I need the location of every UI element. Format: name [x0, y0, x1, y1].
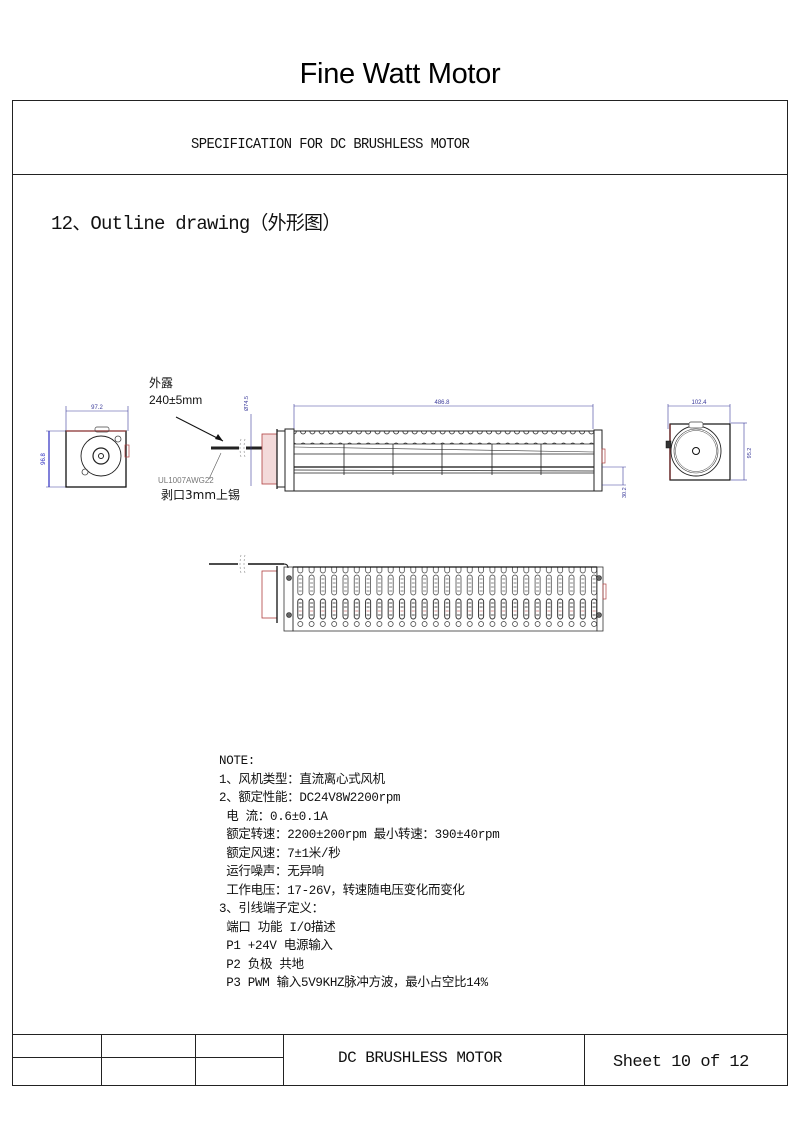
note-line: 额定转速：2200±200rpm 最小转速：390±40rpm — [219, 828, 500, 842]
note-line: 电 流：0.6±0.1A — [219, 809, 328, 824]
note-line: 端口 功能 I/O描述 — [219, 920, 336, 935]
title-block-product-cell — [284, 1035, 585, 1085]
note-line: P2 负极 共地 — [219, 957, 304, 972]
product-name: DC BRUSHLESS MOTOR — [338, 1049, 502, 1067]
note-line: P3 PWM 输入5V9KHZ脉冲方波，最小占空比14% — [219, 976, 488, 990]
dim-left-width: 97.2 — [91, 405, 103, 411]
dim-right-width: 102.4 — [691, 400, 707, 406]
right-end-view: 102.4 95.2 — [665, 400, 753, 481]
note-line: 3、引线端子定义： — [219, 902, 324, 916]
drawing-frame: SPECIFICATION FOR DC BRUSHLESS MOTOR 12、… — [12, 100, 788, 1086]
title-block-cell — [196, 1035, 284, 1085]
title-block-cell — [102, 1035, 196, 1085]
left-end-view: 97.2 96.8 — [41, 405, 130, 488]
front-view: Ø74.5 486.8 3 — [244, 396, 628, 498]
section-title: 12、Outline drawing（外形图） — [51, 213, 341, 235]
dim-length: 486.8 — [434, 400, 450, 406]
title-block-divider — [13, 1057, 284, 1058]
lead-label-line1: 外露 — [149, 376, 173, 390]
note-line: 2、额定性能：DC24V8W2200rpm — [219, 791, 401, 805]
plan-view — [209, 554, 607, 632]
note-line: P1 +24V 电源输入 — [219, 939, 333, 953]
brand-title: Fine Watt Motor — [299, 58, 501, 90]
dim-left-height: 96.8 — [41, 453, 47, 465]
note-line: 运行噪声：无异响 — [219, 865, 324, 879]
dim-right-height: 95.2 — [747, 448, 753, 459]
sheet-number: Sheet 10 of 12 — [613, 1053, 749, 1072]
spec-title: SPECIFICATION FOR DC BRUSHLESS MOTOR — [191, 136, 470, 153]
note-line: 1、风机类型：直流离心式风机 — [219, 772, 385, 787]
title-block-cell — [13, 1035, 102, 1085]
note-line: 工作电压：17-26V，转速随电压变化而变化 — [219, 883, 465, 898]
lead-labels: 外露 240±5mm UL1007AWG22 剥口3mm上锡 — [149, 376, 263, 502]
dim-outlet: 30.2 — [622, 487, 628, 498]
notes-heading: NOTE: — [219, 754, 256, 768]
dim-motor-dia: Ø74.5 — [244, 396, 250, 411]
note-line: 额定风速：7±1米/秒 — [219, 846, 341, 861]
strip-note: 剥口3mm上锡 — [161, 487, 240, 502]
title-block: DC BRUSHLESS MOTOR Sheet 10 of 12 — [13, 1034, 787, 1085]
lead-label-line2: 240±5mm — [149, 393, 202, 407]
wire-spec: UL1007AWG22 — [158, 476, 214, 485]
notes-block: NOTE: 1、风机类型：直流离心式风机 2、额定性能：DC24V8W2200r… — [219, 752, 500, 993]
outline-drawing: 97.2 96.8 外露 240±5mm UL1007AWG22 — [41, 376, 753, 632]
spec-header: SPECIFICATION FOR DC BRUSHLESS MOTOR — [13, 101, 787, 175]
